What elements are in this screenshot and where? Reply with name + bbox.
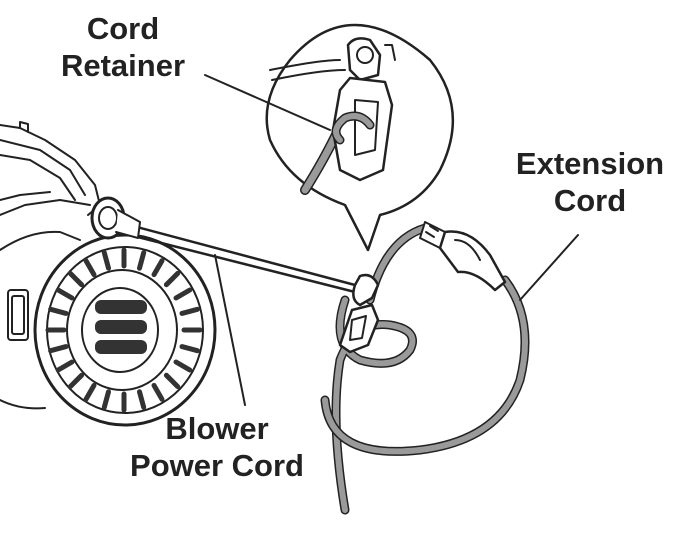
grille-slot bbox=[173, 359, 193, 373]
grille-slot bbox=[48, 344, 69, 354]
blower-housing bbox=[0, 121, 101, 410]
label-extension-cord-line2: Cord bbox=[553, 183, 627, 218]
grille-slot bbox=[179, 344, 200, 354]
grille-slot bbox=[83, 382, 97, 402]
grille-slot bbox=[163, 372, 181, 390]
leader-extension-cord bbox=[519, 234, 579, 301]
label-cord-retainer-line1: Cord bbox=[86, 11, 160, 46]
grille-slot bbox=[55, 359, 75, 373]
label-extension-cord-line1: Extension bbox=[515, 146, 665, 181]
label-cord-retainer: Cord Retainer bbox=[48, 10, 198, 84]
label-cord-retainer-line2: Retainer bbox=[60, 48, 186, 83]
grille-slot bbox=[55, 287, 75, 301]
grille-slot bbox=[151, 382, 165, 402]
grille-slot bbox=[101, 250, 111, 271]
grille-slot bbox=[83, 258, 97, 278]
extension-cord bbox=[320, 221, 530, 515]
label-blower-power-cord-line2: Power Cord bbox=[130, 448, 304, 483]
grille-slot bbox=[101, 389, 111, 410]
grille-slot bbox=[67, 270, 85, 288]
grille-slot bbox=[137, 389, 147, 410]
label-blower-power-cord: Blower Power Cord bbox=[112, 410, 322, 484]
label-blower-power-cord-line1: Blower bbox=[165, 411, 269, 446]
grille-slot bbox=[151, 258, 165, 278]
blower-power-cord bbox=[90, 196, 357, 294]
label-extension-cord: Extension Cord bbox=[500, 145, 680, 219]
grille-slot bbox=[179, 306, 200, 316]
leader-lines bbox=[204, 74, 579, 406]
cord-retainer bbox=[338, 273, 380, 354]
grille-slot bbox=[137, 250, 147, 271]
grille-slot bbox=[173, 287, 193, 301]
magnified-callout bbox=[265, 23, 455, 252]
grille-slot bbox=[48, 306, 69, 316]
leader-blower-power-cord bbox=[214, 254, 246, 406]
grille-slot bbox=[163, 270, 181, 288]
intake-grille bbox=[33, 233, 217, 427]
grille-slot bbox=[67, 372, 85, 390]
leader-cord-retainer bbox=[204, 74, 331, 131]
